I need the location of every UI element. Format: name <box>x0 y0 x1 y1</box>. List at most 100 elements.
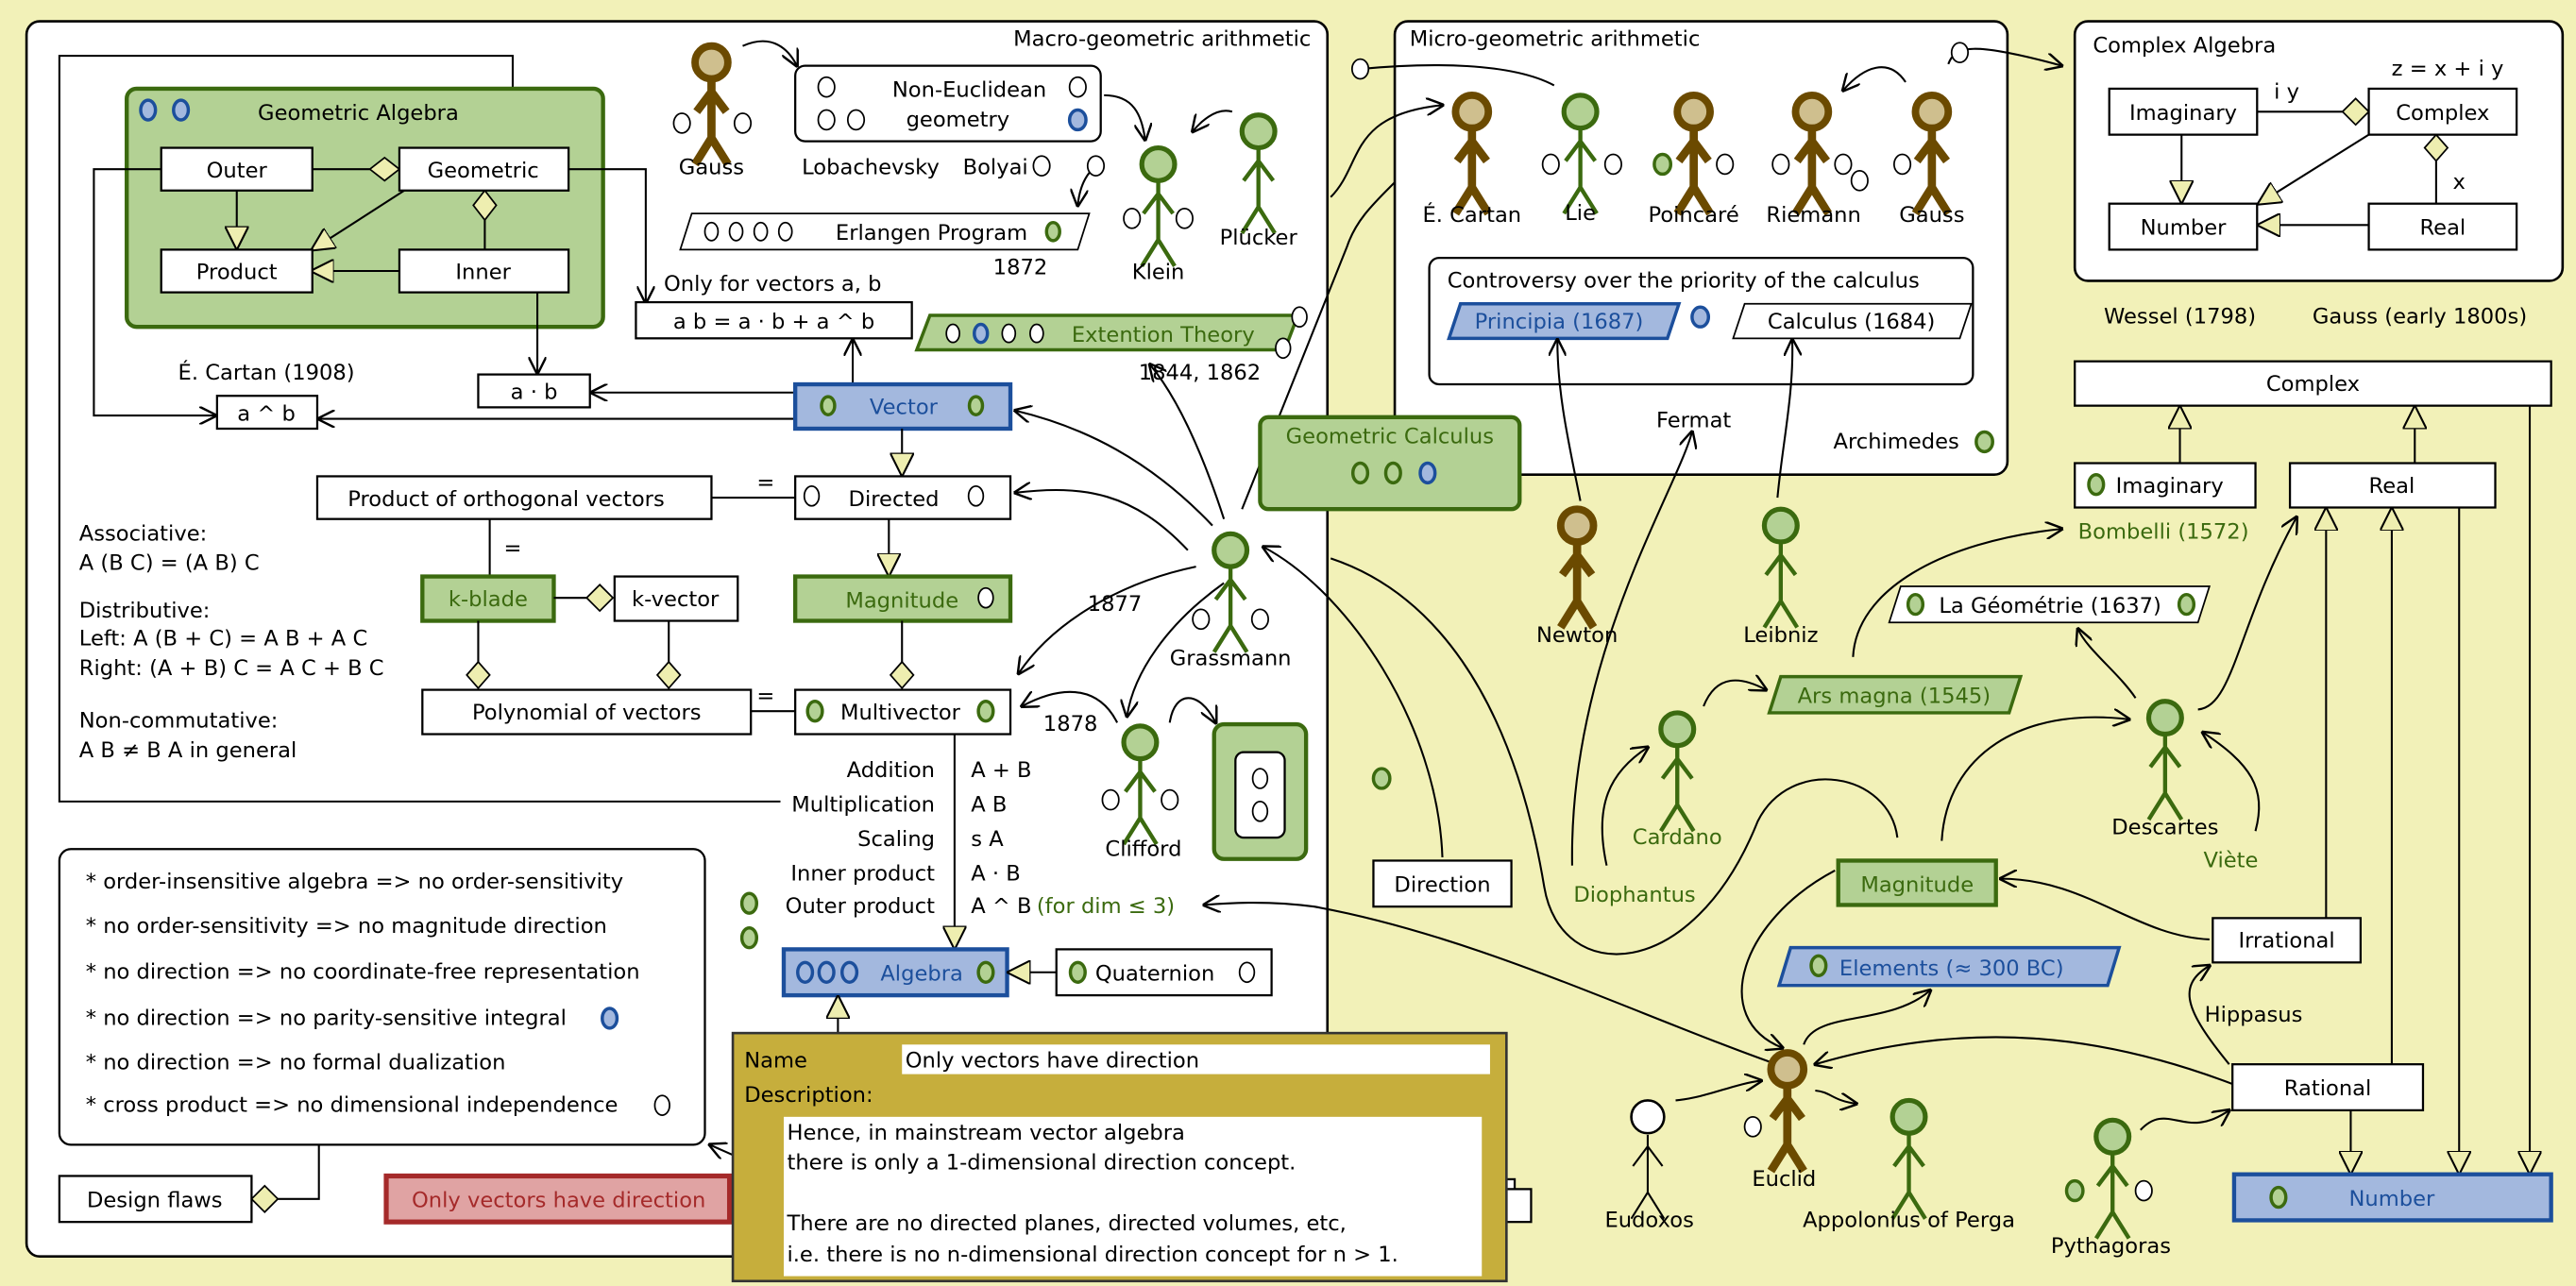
leibniz-actor[interactable] <box>1764 509 1797 627</box>
ca-complex-box[interactable]: Complex <box>2367 87 2518 136</box>
distributive-right: Right: (A + B) C = A C + B C <box>79 656 384 681</box>
vector-box[interactable]: Vector <box>792 381 1013 431</box>
tooltip-name-field[interactable] <box>902 1044 1490 1074</box>
design-flaws-list[interactable]: * order-insensitive algebra => no order-… <box>58 848 706 1146</box>
svg-text:Design flaws: Design flaws <box>87 1189 223 1213</box>
eudoxos-label: Eudoxos <box>1604 1208 1693 1232</box>
eudoxos-actor[interactable] <box>1630 1099 1666 1220</box>
equals-sign: = <box>756 684 774 708</box>
quaternion-box[interactable]: Quaternion <box>1055 948 1273 997</box>
wedge-box[interactable]: a ^ b <box>215 395 319 431</box>
directed-box[interactable]: Directed <box>794 475 1012 520</box>
year-1878: 1878 <box>1043 712 1098 736</box>
blue-port-icon[interactable] <box>172 98 191 122</box>
euclid-actor[interactable] <box>1771 1053 1804 1171</box>
k-vector-box[interactable]: k-vector <box>613 575 739 622</box>
svg-text:Directed: Directed <box>849 487 940 512</box>
cartan-1908-label: É. Cartan (1908) <box>178 359 355 385</box>
only-vectors-direction-box[interactable]: Only vectors have direction <box>383 1173 733 1225</box>
svg-text:A B: A B <box>971 792 1007 817</box>
design-flaws-box[interactable]: Design flaws <box>58 1175 253 1224</box>
cardano-actor[interactable] <box>1661 713 1694 831</box>
calculus-artifact[interactable]: Calculus (1684) <box>1732 302 1973 340</box>
erlangen-program-artifact[interactable]: Erlangen Program <box>679 212 1091 251</box>
distributive-title: Distributive: <box>79 599 211 623</box>
clifford-component[interactable] <box>1212 721 1309 861</box>
non-euclidean-geometry[interactable]: Non-Euclidean geometry <box>794 64 1102 143</box>
ars-magna-artifact[interactable]: Ars magna (1545) <box>1767 674 2024 715</box>
svg-text:Complex: Complex <box>2266 372 2360 397</box>
svg-text:Real: Real <box>2419 216 2466 241</box>
svg-text:s A: s A <box>971 827 1004 852</box>
x-label: x <box>2453 170 2466 195</box>
element-tooltip: Name Only vectors have direction Descrip… <box>731 1031 1508 1283</box>
complex-algebra-title: Complex Algebra <box>2093 34 2276 59</box>
svg-text:Principia (1687): Principia (1687) <box>1475 310 1644 334</box>
product-orthogonal-box[interactable]: Product of orthogonal vectors <box>315 475 713 520</box>
geometric-calculus-box[interactable]: Geometric Calculus <box>1258 415 1522 512</box>
irrational-box[interactable]: Irrational <box>2212 917 2363 964</box>
h-number-box[interactable]: Number <box>2231 1172 2553 1223</box>
appolonius-actor[interactable] <box>1892 1100 1925 1218</box>
riemann-label: Riemann <box>1766 203 1860 228</box>
flaw-item: * no direction => no parity-sensitive in… <box>86 1006 567 1030</box>
descartes-actor[interactable] <box>2148 702 2181 820</box>
multivector-box[interactable]: Multivector <box>794 688 1012 736</box>
h-imaginary-box[interactable]: Imaginary <box>2074 462 2257 509</box>
leibniz-label: Leibniz <box>1743 623 1818 648</box>
klein-label: Klein <box>1132 261 1185 285</box>
ca-imaginary-box[interactable]: Imaginary <box>2108 87 2259 136</box>
polynomial-box[interactable]: Polynomial of vectors <box>421 688 753 736</box>
tooltip-name-value: Only vectors have direction <box>906 1049 1199 1074</box>
clifford-label: Clifford <box>1105 837 1181 861</box>
algebra-box[interactable]: Algebra <box>781 947 1009 998</box>
formula-box[interactable]: a b = a · b + a ^ b <box>635 300 913 340</box>
euclid-label: Euclid <box>1752 1167 1816 1192</box>
archimedes-label: Archimedes <box>1834 430 1959 454</box>
svg-text:La Géométrie (1637): La Géométrie (1637) <box>1939 594 2161 618</box>
ca-real-box[interactable]: Real <box>2367 202 2518 251</box>
iy-label: i y <box>2274 79 2299 104</box>
la-geometrie-artifact[interactable]: La Géométrie (1637) <box>1888 585 2212 624</box>
k-blade-box[interactable]: k-blade <box>420 574 556 623</box>
h-magnitude-box[interactable]: Magnitude <box>1836 858 1998 907</box>
newton-actor[interactable] <box>1561 509 1594 627</box>
aggregation-diamond-icon <box>250 1184 280 1213</box>
svg-text:Polynomial of vectors: Polynomial of vectors <box>472 701 702 725</box>
gauss-micro-label: Gauss <box>1899 203 1964 228</box>
svg-text:a · b: a · b <box>511 381 558 405</box>
svg-text:Product of orthogonal vectors: Product of orthogonal vectors <box>347 487 665 512</box>
flaw-item: * no direction => no coordinate-free rep… <box>86 960 640 985</box>
product-box[interactable]: Product <box>160 248 314 294</box>
outer-product-note: (for dim ≤ 3) <box>1037 894 1175 919</box>
gauss-label: Gauss <box>679 155 744 179</box>
lie-label: Lie <box>1565 201 1596 226</box>
elements-artifact[interactable]: Elements (≈ 300 BC) <box>1776 945 2122 988</box>
extension-theory-artifact[interactable]: Extention Theory <box>914 313 1300 352</box>
h-complex-box[interactable]: Complex <box>2074 360 2552 407</box>
svg-text:k-vector: k-vector <box>632 587 720 612</box>
micro-title: Micro-geometric arithmetic <box>1410 27 1701 52</box>
magnitude-box[interactable]: Magnitude <box>792 574 1013 623</box>
ca-number-box[interactable]: Number <box>2108 202 2259 251</box>
outer-box[interactable]: Outer <box>160 146 314 192</box>
complex-equation: z = x + i y <box>2392 57 2504 81</box>
blue-port-icon[interactable] <box>139 98 158 122</box>
svg-text:Scaling: Scaling <box>857 827 935 852</box>
svg-text:Outer: Outer <box>207 159 268 183</box>
svg-text:A · B: A · B <box>971 861 1021 886</box>
geometric-box[interactable]: Geometric <box>398 146 570 192</box>
h-real-box[interactable]: Real <box>2288 462 2497 509</box>
svg-text:Inner product: Inner product <box>790 861 935 886</box>
direction-box[interactable]: Direction <box>1372 859 1513 908</box>
dot-box[interactable]: a · b <box>477 373 591 409</box>
inner-box[interactable]: Inner <box>398 248 570 294</box>
pythagoras-actor[interactable] <box>2096 1120 2129 1238</box>
principia-artifact[interactable]: Principia (1687) <box>1447 302 1682 341</box>
svg-text:Non-Euclidean: Non-Euclidean <box>892 78 1046 103</box>
rational-box[interactable]: Rational <box>2231 1063 2425 1112</box>
tooltip-description-field[interactable] <box>783 1116 1483 1277</box>
svg-text:Number: Number <box>2141 216 2228 241</box>
svg-text:a b = a · b + a ^ b: a b = a · b + a ^ b <box>673 310 874 334</box>
